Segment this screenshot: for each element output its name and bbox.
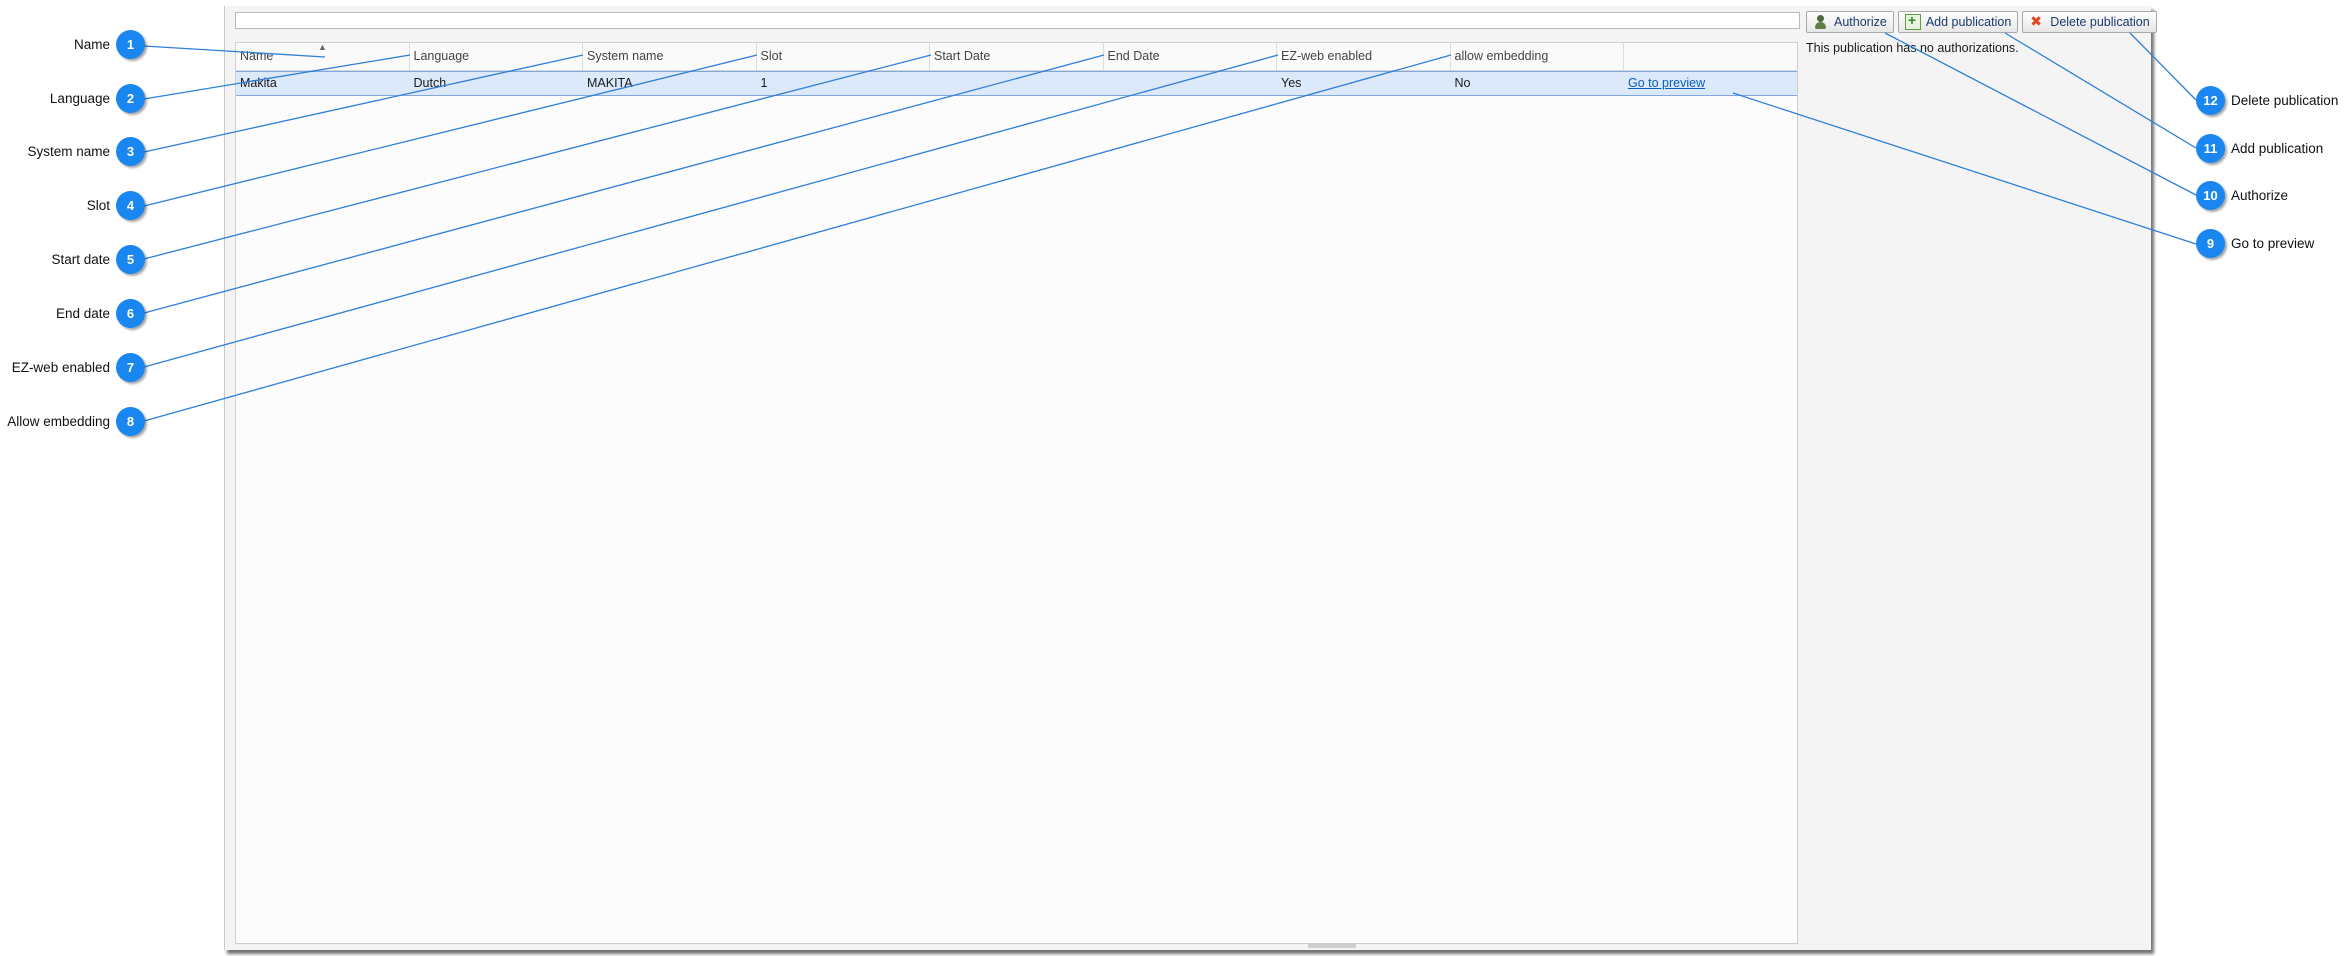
column-header-slot[interactable]: Slot [757, 43, 930, 70]
column-header-end-date[interactable]: End Date [1104, 43, 1277, 70]
callout-badge-2: 2 [116, 84, 145, 113]
callout-badge-4: 4 [116, 191, 145, 220]
authorizations-message: This publication has no authorizations. [1806, 41, 2019, 55]
column-header-allow-embedding[interactable]: allow embedding [1451, 43, 1624, 70]
callout-line-2 [143, 54, 411, 100]
callout-line-1 [143, 45, 326, 58]
delete-x-icon [2029, 13, 2045, 30]
callout-label-allow-embedding: Allow embedding [7, 414, 110, 429]
authorize-button[interactable]: Authorize [1806, 11, 1894, 33]
user-key-icon [1813, 14, 1829, 30]
callout-label-delete-publication: Delete publication [2231, 93, 2339, 108]
callout-label-add-publication: Add publication [2231, 141, 2324, 156]
callout-label-system-name: System name [27, 144, 110, 159]
grid-header: Name▲ Language System name Slot Start Da… [236, 43, 1797, 71]
callout-badge-1: 1 [116, 30, 145, 59]
authorize-button-label: Authorize [1834, 15, 1887, 29]
cell-slot: 1 [760, 76, 768, 90]
cell-preview: Go to preview [1624, 72, 1798, 95]
column-header-language[interactable]: Language [410, 43, 583, 70]
add-publication-button-label: Add publication [1925, 15, 2012, 29]
cell-name: Makita [240, 76, 277, 90]
callout-badge-10: 10 [2196, 181, 2225, 210]
callout-line-12 [2129, 32, 2197, 101]
column-header-start-date[interactable]: Start Date [930, 43, 1104, 70]
callout-line-3 [143, 54, 584, 153]
sort-ascending-icon: ▲ [318, 43, 327, 52]
column-header-system-name[interactable]: System name [583, 43, 757, 70]
column-header-ez-web-enabled[interactable]: EZ-web enabled [1277, 43, 1451, 70]
callout-badge-12: 12 [2196, 86, 2225, 115]
go-to-preview-link[interactable]: Go to preview [1628, 76, 1706, 90]
delete-publication-button[interactable]: Delete publication [2022, 11, 2157, 33]
callout-badge-8: 8 [116, 407, 145, 436]
callout-label-go-to-preview: Go to preview [2231, 236, 2315, 251]
callout-line-6 [143, 54, 1105, 314]
callout-badge-11: 11 [2196, 134, 2225, 163]
delete-publication-button-label: Delete publication [2050, 15, 2150, 29]
callout-badge-3: 3 [116, 137, 145, 166]
callout-line-4 [143, 54, 758, 207]
cell-system-name: MAKITA [587, 76, 633, 90]
callout-badge-6: 6 [116, 299, 145, 328]
callout-line-7 [143, 54, 1279, 368]
filter-input[interactable] [235, 12, 1800, 29]
table-row[interactable]: Makita Dutch MAKITA 1 Yes No Go to previ… [236, 71, 1797, 96]
callout-badge-5: 5 [116, 245, 145, 274]
callout-badge-9: 9 [2196, 229, 2225, 258]
callout-label-ez-web-enabled: EZ-web enabled [11, 360, 110, 375]
cell-allow-embedding: No [1454, 76, 1471, 90]
callout-line-9 [1732, 92, 2197, 245]
callout-line-8 [143, 54, 1452, 422]
callout-label-slot: Slot [86, 198, 110, 213]
add-publication-button[interactable]: Add publication [1897, 11, 2019, 33]
publications-grid: Name▲ Language System name Slot Start Da… [235, 42, 1798, 944]
publication-toolbar: Authorize Add publication Delete publica… [1806, 11, 2157, 33]
callout-line-5 [143, 54, 932, 260]
callout-line-11 [2004, 32, 2197, 149]
callout-badge-7: 7 [116, 353, 145, 382]
horizontal-scrollbar-thumb[interactable] [1308, 944, 1356, 948]
callout-label-name: Name [73, 37, 110, 52]
cell-ez-web-enabled: Yes [1281, 76, 1302, 90]
add-publication-icon [1904, 12, 1921, 30]
callout-line-10 [1884, 32, 2197, 196]
callout-label-authorize: Authorize [2231, 188, 2289, 203]
callout-label-end-date: End date [55, 306, 110, 321]
callout-label-start-date: Start date [51, 252, 110, 267]
callout-label-language: Language [49, 91, 110, 106]
